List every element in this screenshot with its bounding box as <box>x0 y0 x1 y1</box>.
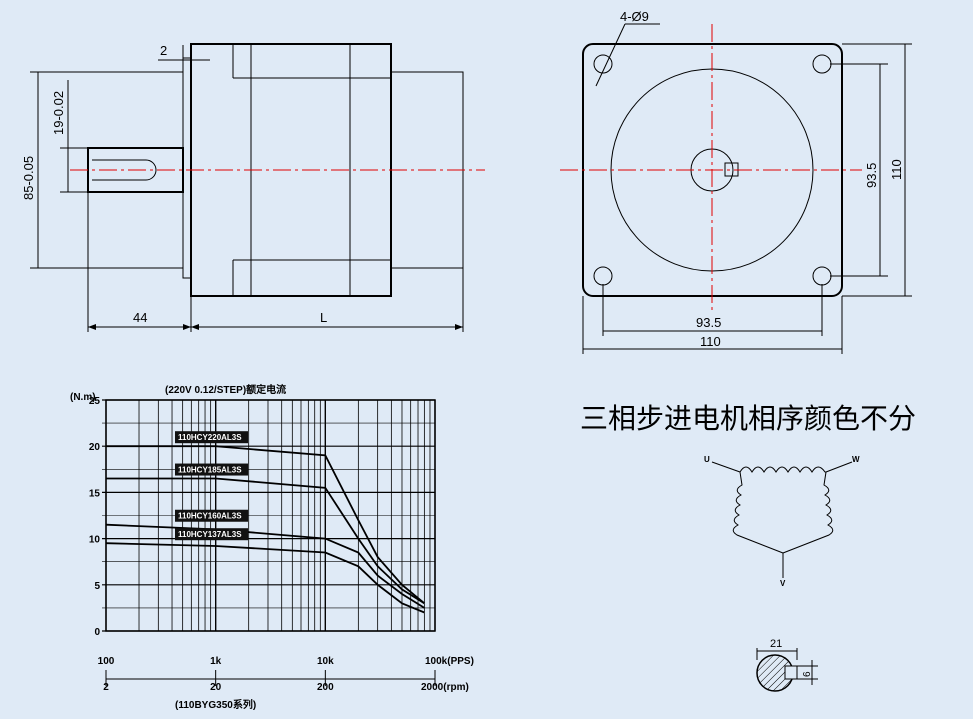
chart-y-unit: (N.m) <box>70 392 96 403</box>
chart-x-tick-rpm: 200 <box>317 682 334 693</box>
chart-series-badge-text: 110HCY160AL3S <box>178 512 242 521</box>
side-keyway <box>92 159 157 181</box>
chart-x-tick-rpm: 2 <box>103 682 109 693</box>
phase-winding-diagram: U W V <box>704 455 860 588</box>
chart-series-badge <box>175 431 248 444</box>
chart-series <box>105 445 425 614</box>
mount-hole-br <box>812 266 832 286</box>
shaft-cross-section: 21 6 <box>756 638 818 692</box>
mount-hole-bl <box>593 266 613 286</box>
front-view: 4-Ø9 93.5 110 93.5 110 <box>560 9 912 354</box>
dim-hole-spacing-vertical: 93.5 <box>864 163 879 188</box>
chart-series-label: (110BYG350系列) <box>175 698 256 711</box>
chart-x-tick-pps: 100 <box>98 656 115 667</box>
coil-top <box>739 466 826 473</box>
chart-y-tick-label: 5 <box>94 581 100 592</box>
chart-series-badge-text: 110HCY220AL3S <box>178 433 242 442</box>
chart-x-tick-rpm: 20 <box>210 682 222 693</box>
chart-y-tick-label: 15 <box>89 488 101 499</box>
dim-section-width: 21 <box>770 638 782 650</box>
chart-series-labels: 110HCY220AL3S 110HCY185AL3S 110HCY160AL3S 1… <box>175 431 248 541</box>
chart-x-tick-pps: 100k(PPS) <box>425 656 474 667</box>
torque-chart: (220V 0.12/STEP)额定电流 (N.m) 25 20 15 10 5 0 10… <box>70 383 474 711</box>
chart-series-badge <box>175 509 248 522</box>
chart-series-badge <box>175 463 248 476</box>
side-view: 2 19-0.02 85-0.05 44 L <box>21 43 485 332</box>
mount-hole-tr <box>812 54 832 74</box>
chart-series-badge-text: 110HCY185AL3S <box>178 466 242 475</box>
dim-pilot-diameter: 85-0.05 <box>21 156 36 200</box>
dim-shaft-length: 44 <box>133 310 147 325</box>
shaft-section-key <box>784 665 798 680</box>
chart-x-tick-rpm: 2000(rpm) <box>421 682 469 693</box>
chart-series-badge <box>175 528 248 541</box>
chart-grid <box>102 399 436 632</box>
coil-left <box>732 471 784 554</box>
dim-body-length: L <box>320 310 327 325</box>
chart-y-tick-label: 0 <box>94 627 100 638</box>
chart-x-ticks: 100 1k 10k 100k(PPS) 2 20 200 2000(rpm) <box>98 656 474 693</box>
chart-title: (220V 0.12/STEP)额定电流 <box>165 383 286 396</box>
chart-y-tick-label: 25 <box>89 396 101 407</box>
side-flange <box>182 57 192 279</box>
coil-right <box>782 471 834 554</box>
phase-w-label: W <box>852 455 860 464</box>
chart-x-tick-pps: 10k <box>317 656 334 667</box>
dim-size-horizontal: 110 <box>700 334 721 349</box>
chart-series-line <box>106 445 425 604</box>
phase-note: 三相步进电机相序颜色不分 <box>580 402 916 435</box>
chart-y-tick-label: 10 <box>89 535 101 546</box>
chart-y-tick-label: 20 <box>89 442 101 453</box>
dim-hole-spacing-horizontal: 93.5 <box>696 315 721 330</box>
dim-flange-thickness: 2 <box>160 43 167 58</box>
dim-hole-callout: 4-Ø9 <box>620 9 649 24</box>
phase-u-label: U <box>704 455 710 464</box>
chart-series-line <box>105 542 425 614</box>
dim-shaft-diameter: 19-0.02 <box>51 91 66 135</box>
chart-y-ticks: 25 20 15 10 5 0 <box>89 396 101 638</box>
mount-hole-tl <box>593 54 613 74</box>
dim-section-key: 6 <box>802 671 813 677</box>
dim-size-vertical: 110 <box>889 159 904 180</box>
chart-x-tick-pps: 1k <box>210 656 222 667</box>
chart-series-badge-text: 110HCY137AL3S <box>178 530 242 539</box>
chart-series-line <box>106 477 425 605</box>
phase-v-label: V <box>780 579 786 588</box>
